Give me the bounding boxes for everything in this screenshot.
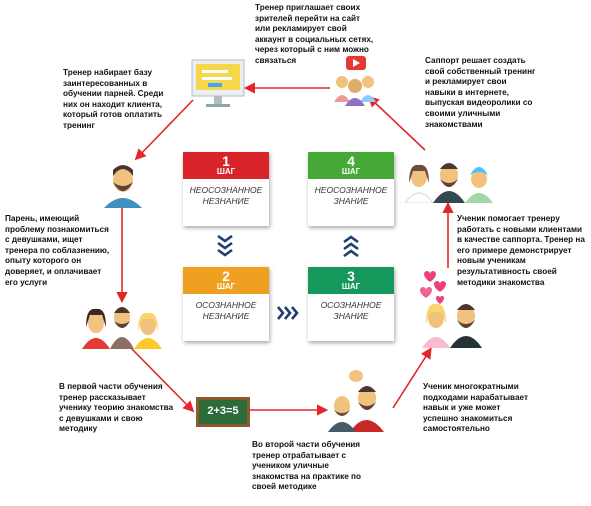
step-number: 1 <box>222 153 230 169</box>
chevron-right-icon <box>277 306 299 320</box>
step-tab <box>183 267 269 294</box>
step-word: ШАГ <box>341 167 361 176</box>
step-label: НЕОСОЗНАННОЕ ЗНАНИЕ <box>314 185 388 206</box>
step-word: ШАГ <box>341 282 361 291</box>
step-tab <box>308 152 394 179</box>
caption-bottom-right: Ученик многократными подходами нарабатыв… <box>423 382 528 434</box>
caption-right: Ученик помогает тренеру работать с новым… <box>457 214 585 287</box>
step-number: 4 <box>347 153 355 169</box>
arrow-trio2-to-people <box>367 95 426 151</box>
caption-bottom: Во второй части обучения тренер отрабаты… <box>252 440 362 492</box>
practice-men-icon <box>328 370 384 432</box>
chalkboard-formula: 2+3=5 <box>207 405 239 417</box>
step-number: 2 <box>222 268 230 284</box>
man-icon <box>104 165 142 208</box>
chalkboard-icon <box>196 397 250 427</box>
caption-top-right: Саппорт решает создать свой собственный … <box>425 56 536 129</box>
arrow-monitor-to-man <box>134 99 194 161</box>
arrow-trio-to-board <box>127 344 195 413</box>
step-card-3: 3 ШАГ ОСОЗНАННОЕ ЗНАНИЕ <box>308 267 394 341</box>
step-label: ОСОЗНАННОЕ НЕЗНАНИЕ <box>195 300 257 321</box>
step-tab <box>183 152 269 179</box>
arrow-men-to-couple <box>392 347 432 409</box>
people-icon <box>334 56 376 106</box>
couple-icon <box>422 303 482 348</box>
step-word: ШАГ <box>216 167 236 176</box>
chevron-down-icon <box>217 235 233 257</box>
step-card-1: 1 ШАГ НЕОСОЗНАННОЕ НЕЗНАНИЕ <box>183 152 269 226</box>
trio-icon <box>82 307 162 349</box>
trio-right-icon <box>404 163 493 203</box>
caption-bottom-left: В первой части обучения тренер рассказыв… <box>59 382 174 434</box>
caption-left: Парень, имеющий проблему познакомиться с… <box>5 214 110 287</box>
step-number: 3 <box>347 268 355 284</box>
caption-top: Тренер приглашает своих зрителей перейти… <box>255 3 374 65</box>
step-label: ОСОЗНАННОЕ ЗНАНИЕ <box>320 300 382 321</box>
step-card-4: 4 ШАГ НЕОСОЗНАННОЕ ЗНАНИЕ <box>308 152 394 226</box>
caption-top-left: Тренер набирает базу заинтересованных в … <box>63 68 164 130</box>
step-tab <box>308 267 394 294</box>
monitor-icon <box>191 59 245 107</box>
step-label: НЕОСОЗНАННОЕ НЕЗНАНИЕ <box>189 185 263 206</box>
hearts-icon <box>420 271 446 304</box>
chevron-up-icon <box>343 235 359 257</box>
step-word: ШАГ <box>216 282 236 291</box>
step-card-2: 2 ШАГ ОСОЗНАННОЕ НЕЗНАНИЕ <box>183 267 269 341</box>
